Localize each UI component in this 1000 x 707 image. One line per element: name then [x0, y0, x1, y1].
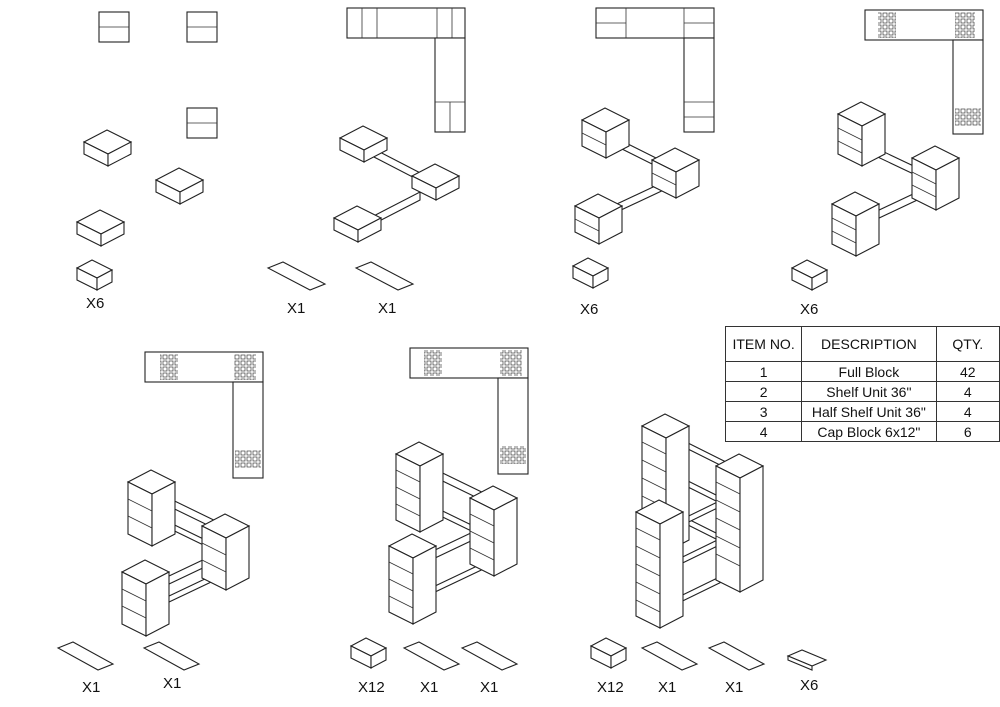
item-description: Full Block [801, 361, 937, 382]
top-view-layout [864, 9, 984, 135]
shelf-assembly [120, 469, 251, 637]
top-view-block [98, 11, 218, 139]
item-number: 3 [724, 401, 803, 422]
half-shelf-part [640, 641, 699, 671]
final-assembly [634, 413, 765, 629]
quantity-label: X1 [287, 300, 305, 317]
quantity-label: X6 [580, 301, 598, 318]
shelf-unit-part [266, 261, 327, 291]
bill-of-materials-table: ITEM NO. DESCRIPTION QTY. 1 Full Block 4… [724, 326, 1000, 442]
header-item-no: ITEM NO. [724, 326, 803, 362]
shelf-assembly [573, 107, 701, 245]
shelf-unit-part [354, 261, 415, 291]
top-view-layout [409, 347, 529, 475]
item-quantity: 6 [935, 421, 1000, 442]
table-row: 4 Cap Block 6x12" 6 [724, 421, 1000, 442]
table-header-row: ITEM NO. DESCRIPTION QTY. [724, 326, 1000, 362]
quantity-label: X12 [597, 679, 624, 696]
quantity-label: X6 [800, 677, 818, 694]
item-number: 2 [724, 381, 803, 402]
header-qty: QTY. [935, 326, 1000, 362]
step-1: X6 [75, 11, 218, 312]
shelf-assembly [387, 441, 519, 625]
half-block [571, 257, 610, 289]
item-quantity: 42 [935, 361, 1000, 382]
full-block [589, 637, 628, 669]
half-shelf-part [460, 641, 519, 671]
step-3: X6 [571, 7, 715, 318]
half-shelf-part [402, 641, 461, 671]
item-description: Half Shelf Unit 36" [801, 401, 937, 422]
half-shelf-part [56, 641, 115, 671]
step-6: X12 X1 X1 [349, 347, 529, 696]
item-description: Shelf Unit 36" [801, 381, 937, 402]
item-description: Cap Block 6x12" [801, 421, 937, 442]
top-view-layout [595, 7, 715, 133]
step-7: X12 X1 X1 X6 [589, 413, 828, 696]
shelf-assembly [332, 125, 461, 243]
half-block [790, 259, 829, 291]
quantity-label: X1 [378, 300, 396, 317]
quantity-label: X1 [82, 679, 100, 696]
quantity-label: X1 [480, 679, 498, 696]
table-row: 1 Full Block 42 [724, 361, 1000, 382]
quantity-label: X1 [420, 679, 438, 696]
quantity-label: X6 [800, 301, 818, 318]
top-view-layout [346, 7, 466, 133]
item-number: 1 [724, 361, 803, 382]
full-block [154, 167, 205, 205]
quantity-label: X1 [163, 675, 181, 692]
full-block [75, 209, 126, 247]
top-view-layout [144, 351, 264, 479]
full-block [349, 637, 388, 669]
step-4: X6 [790, 9, 984, 318]
quantity-label: X6 [86, 295, 104, 312]
item-number: 4 [724, 421, 803, 442]
header-description: DESCRIPTION [801, 326, 937, 362]
quantity-label: X12 [358, 679, 385, 696]
half-shelf-part [142, 641, 201, 671]
step-5: X1 X1 [56, 351, 264, 696]
cap-block-part [786, 649, 828, 671]
table-row: 3 Half Shelf Unit 36" 4 [724, 401, 1000, 422]
quantity-label: X1 [725, 679, 743, 696]
quantity-label: X1 [658, 679, 676, 696]
step-2: X1 X1 [266, 7, 466, 317]
shelf-assembly [830, 101, 961, 257]
table-row: 2 Shelf Unit 36" 4 [724, 381, 1000, 402]
item-quantity: 4 [935, 401, 1000, 422]
half-block [75, 259, 114, 291]
half-shelf-part [707, 641, 766, 671]
full-block [82, 129, 133, 167]
item-quantity: 4 [935, 381, 1000, 402]
